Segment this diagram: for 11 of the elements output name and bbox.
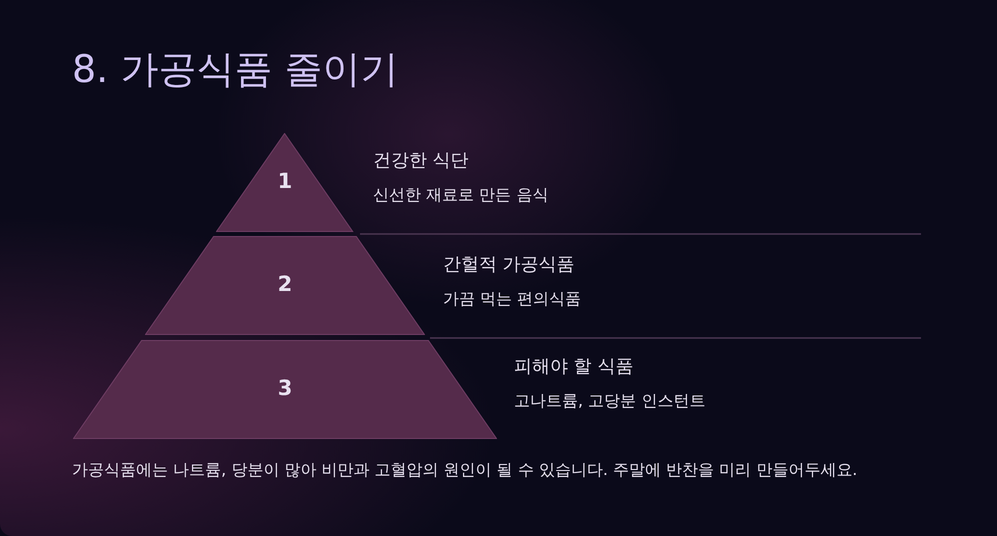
tier-description: 가끔 먹는 편의식품: [443, 289, 582, 310]
caption: 가공식품에는 나트륨, 당분이 많아 비만과 고혈압의 원인이 될 수 있습니다. 주말에 반찬을 미리 만들어두세요.: [72, 460, 858, 481]
tier-description: 신선한 재료로 만든 음식: [373, 185, 548, 206]
tier-number: 3: [276, 376, 294, 400]
tier-number: 2: [276, 272, 294, 296]
tier-heading: 건강한 식단: [373, 149, 469, 172]
tier-description: 고나트륨, 고당분 인스턴트: [514, 391, 706, 412]
tier-number: 1: [276, 168, 294, 192]
tier-heading: 피해야 할 식품: [514, 355, 634, 378]
slide-title: 8. 가공식품 줄이기: [72, 46, 398, 93]
tier-heading: 간헐적 가공식품: [443, 253, 575, 276]
